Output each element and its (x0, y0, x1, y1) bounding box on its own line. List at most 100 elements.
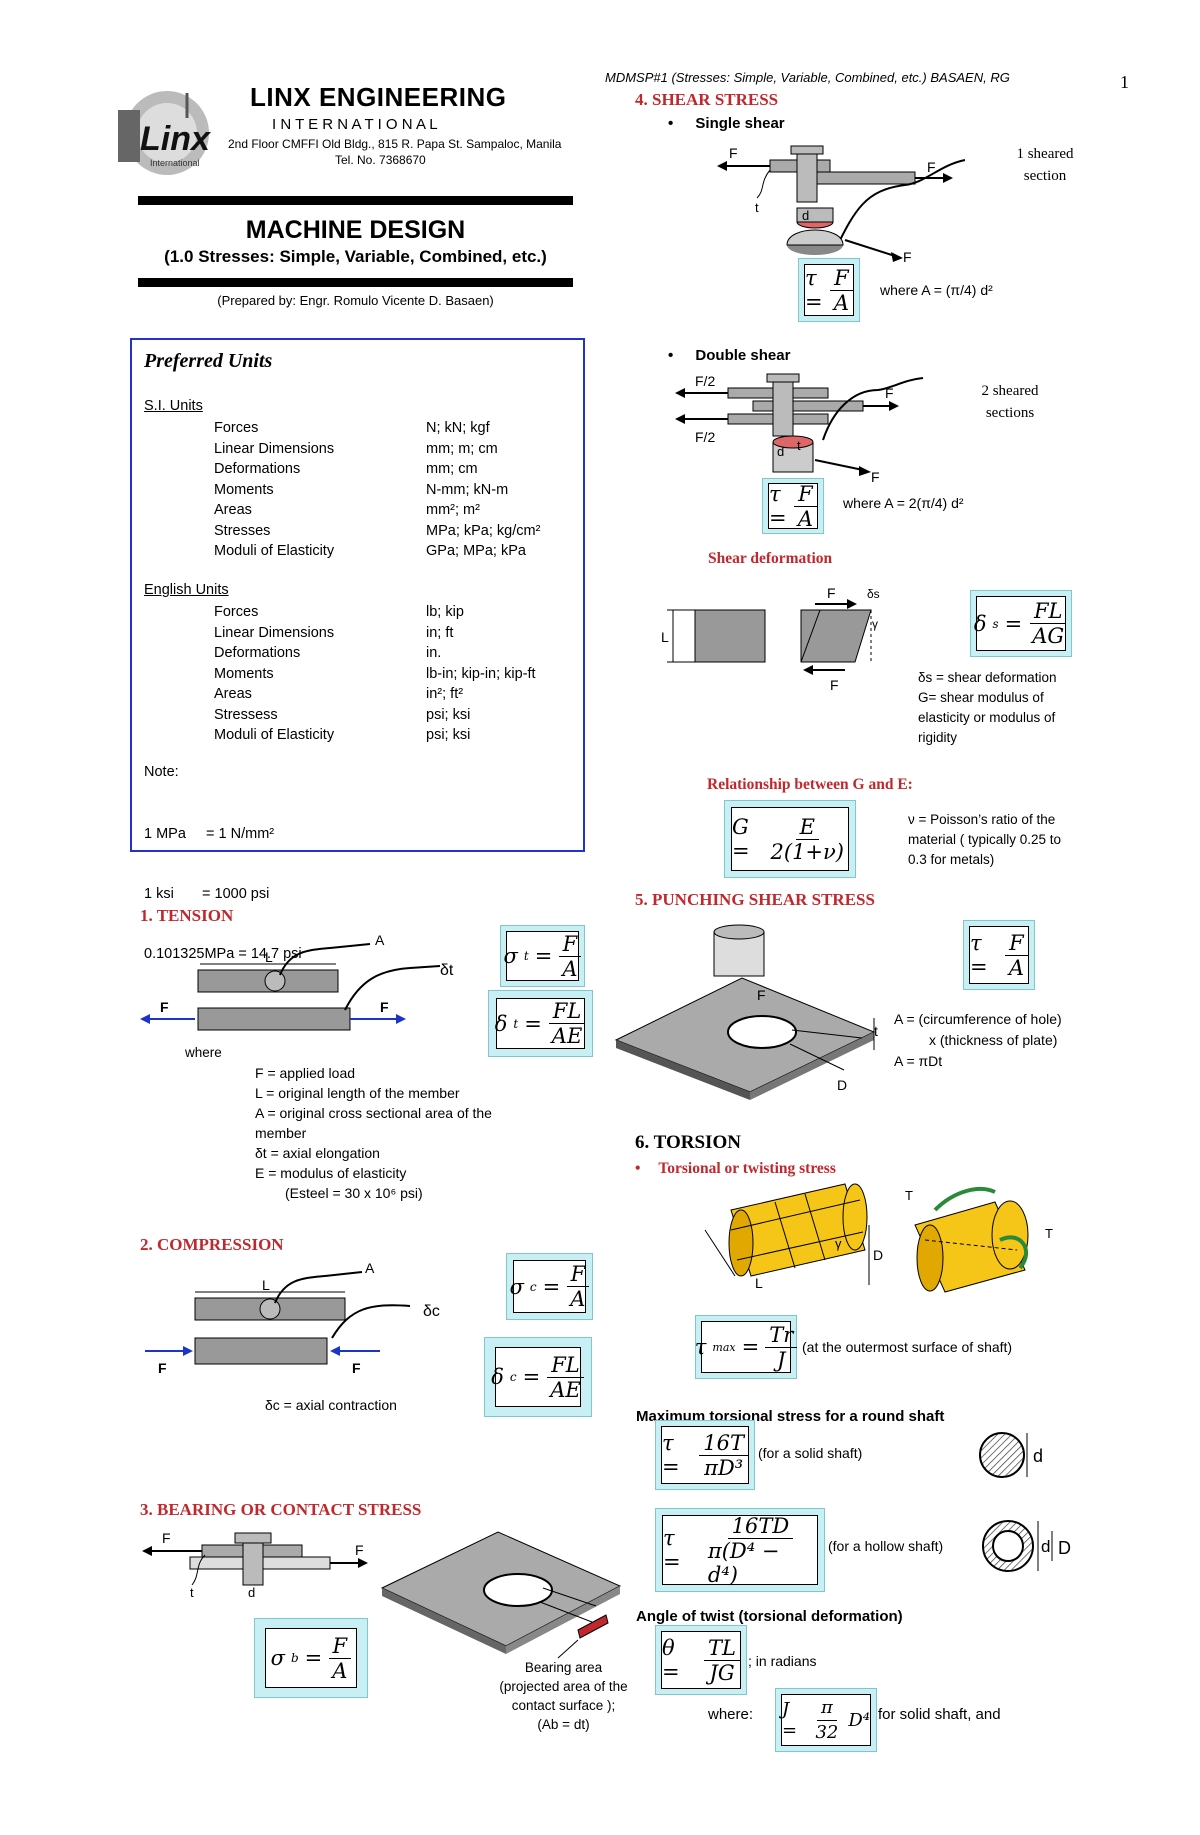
company-logo: Linx International (112, 88, 232, 178)
double-shear-area: where A = 2(π/4) d² (843, 495, 964, 511)
page-title: MACHINE DESIGN (245, 216, 466, 244)
hollow-shaft-note: (for a hollow shaft) (828, 1538, 944, 1554)
definition-item: ν = Poisson’s ratio of the (908, 812, 1056, 827)
label-t: t (797, 438, 801, 453)
definition-item: x (thickness of plate) (929, 1032, 1058, 1048)
notes-list: 1 MPa = 1 N/mm² 1 ksi = 1000 psi 0.10132… (144, 784, 302, 1004)
label-D: D (1058, 1538, 1071, 1558)
punching-definitions: A = (circumference of hole) x (thickness… (894, 1009, 1062, 1072)
tension-definitions: F = applied load L = original length of … (255, 1063, 545, 1203)
label-d: d (1041, 1537, 1050, 1556)
label-F-left: F (729, 145, 738, 161)
g-e-definitions: ν = Poisson’s ratio of the material ( ty… (908, 810, 1061, 870)
compression-definition: δc = axial contraction (265, 1397, 397, 1413)
definition-item: δs = shear deformation (918, 670, 1057, 685)
definition-item: A = original cross sectional area of the… (255, 1105, 492, 1141)
label-gamma: γ (872, 617, 878, 631)
label-T-left: T (905, 1188, 913, 1203)
double-shear-label: • Double shear (668, 347, 791, 364)
label-F-left: F (162, 1530, 171, 1546)
note-line: 2 sheared (981, 383, 1039, 399)
company-address: 2nd Floor CMFFI Old Bldg., 815 R. Papa S… (228, 137, 562, 151)
label-F-right: F (355, 1542, 364, 1558)
single-shear-note: 1 sheared section (995, 143, 1095, 187)
caption-line: (Ab = dt) (537, 1717, 590, 1732)
shear-deformation-definitions: δs = shear deformation G= shear modulus … (918, 668, 1108, 748)
tension-diagram: L A F F δt (140, 932, 454, 1031)
shear-deformation-heading: Shear deformation (708, 550, 833, 567)
definition-item: A = πDt (894, 1053, 943, 1069)
single-shear-diagram: F F t d F (717, 145, 966, 265)
torsion-bullet: • Torsional or twisting stress (635, 1160, 836, 1177)
tension-where: where (185, 1045, 222, 1060)
solid-shaft-note: (for a solid shaft) (758, 1445, 863, 1461)
note-line: section (1023, 168, 1067, 184)
hollow-shaft-section: d D (982, 1520, 1071, 1572)
label-d: d (248, 1585, 255, 1600)
bearing-plate-diagram (380, 1531, 622, 1659)
g-e-relationship-heading: Relationship between G and E: (707, 776, 913, 793)
label-F2-bottom: F/2 (695, 429, 715, 445)
label-F-left: F (160, 999, 169, 1015)
definition-item: δt = axial elongation (255, 1145, 380, 1161)
definition-item: L = original length of the member (255, 1085, 460, 1101)
caption-line: contact surface ); (511, 1698, 616, 1713)
solid-shaft-section: d (979, 1432, 1043, 1478)
units-heading: Preferred Units (144, 350, 273, 372)
label-t: t (874, 1023, 878, 1039)
note-item: 1 ksi = 1000 psi (144, 886, 270, 902)
label-F-bottom: F (830, 677, 839, 693)
prepared-by: (Prepared by: Engr. Romulo Vicente D. Ba… (217, 293, 494, 308)
label-L: L (262, 1277, 270, 1293)
page-subtitle: (1.0 Stresses: Simple, Variable, Combine… (164, 247, 547, 266)
title-rule-bottom (138, 278, 573, 287)
english-heading: English Units (144, 582, 229, 598)
label-F-right: F (927, 159, 936, 175)
compression-heading: 2. COMPRESSION (140, 1235, 284, 1254)
shear-heading: 4. SHEAR STRESS (635, 90, 779, 109)
label-t: t (755, 200, 759, 215)
si-heading: S.I. Units (144, 398, 203, 414)
caption-line: (projected area of the (499, 1679, 628, 1694)
note-item: 1 MPa = 1 N/mm² (144, 826, 275, 842)
shear-deformation-diagram: L F F δs γ (661, 585, 880, 693)
company-international: I N T E R N A T I O N A L (272, 116, 438, 133)
label-F2-top: F/2 (695, 373, 715, 389)
caption-line: Bearing area (524, 1660, 603, 1675)
label-L: L (661, 629, 669, 645)
twist-where: where: (708, 1706, 754, 1723)
label-D: D (837, 1077, 847, 1093)
label-F-out: F (871, 469, 880, 485)
definition-item: rigidity (918, 730, 958, 745)
label-F-left: F (158, 1360, 167, 1376)
label-A: A (375, 932, 385, 948)
title-rule-top (138, 196, 573, 205)
label-delta: δt (440, 962, 454, 979)
note-heading: Note: (144, 764, 179, 780)
label-L: L (265, 949, 273, 965)
label-A: A (365, 1260, 375, 1276)
